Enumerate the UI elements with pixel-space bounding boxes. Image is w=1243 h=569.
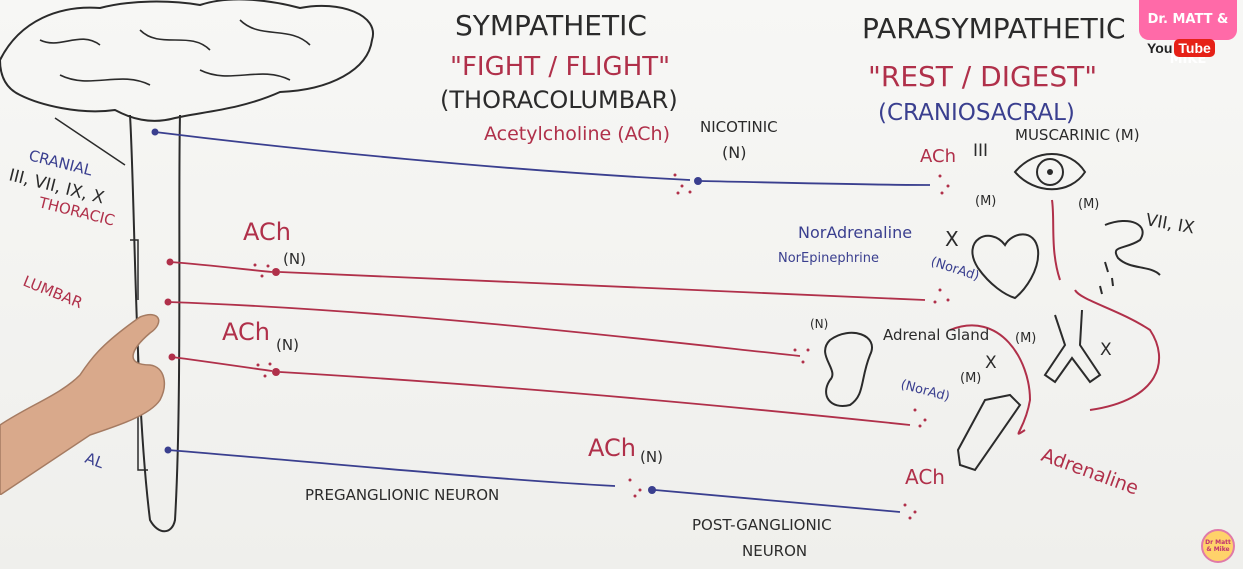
norepinephrine-label: NorEpinephrine xyxy=(778,251,879,266)
heart-organ xyxy=(971,233,1040,300)
n-lumbar: (N) xyxy=(276,336,299,354)
cranial-preganglionic xyxy=(154,131,691,181)
synapse-dots xyxy=(253,173,950,520)
acetylcholine-label: Acetylcholine (ACh) xyxy=(484,123,670,145)
thoracic-pre-1 xyxy=(169,261,273,273)
lumbar-label: LUMBAR xyxy=(21,272,86,312)
sympathetic-subtitle: "FIGHT / FLIGHT" xyxy=(450,52,670,82)
lung-organ xyxy=(1043,309,1102,384)
lumbar-post xyxy=(279,371,911,426)
nicotinic-short: (N) xyxy=(722,143,746,162)
nicotinic-label: NICOTINIC xyxy=(700,118,778,136)
muscarinic-label: MUSCARINIC (M) xyxy=(1015,126,1140,144)
eye-organ xyxy=(1013,153,1087,191)
logo-title: Dr. MATT & MIKE xyxy=(1139,0,1237,67)
lung-nerve-mark: X xyxy=(1100,340,1112,360)
youtube-you: You xyxy=(1147,40,1173,56)
adrenaline-label: Adrenaline xyxy=(1038,444,1141,499)
sacral-pre xyxy=(167,449,616,487)
gut-organ xyxy=(956,393,1022,472)
adrenal-gland-label: Adrenal Gland xyxy=(883,326,989,344)
heart-nerve-mark: X xyxy=(945,227,959,251)
salivary-m-label: (M) xyxy=(1078,197,1099,212)
adrenal-gland-organ xyxy=(824,331,873,407)
parasympathetic-subtitle: "REST / DIGEST" xyxy=(868,60,1097,93)
sacral-label-fragment: AL xyxy=(83,449,107,473)
postganglionic-label-line1: POST-GANGLIONIC xyxy=(692,516,832,534)
noradrenaline-label: NorAdrenaline xyxy=(798,223,912,242)
norad-gut-label: (NorAd) xyxy=(899,377,951,404)
spinal-cord xyxy=(129,114,181,533)
thoracic-post-1 xyxy=(279,271,926,301)
gut-nerve-mark: X xyxy=(985,353,997,373)
postganglionic-label-line2: NEURON xyxy=(742,542,807,560)
parasympathetic-title: PARASYMPATHETIC xyxy=(862,12,1126,45)
ach-thoracic: ACh xyxy=(243,218,291,246)
sympathetic-region: (THORACOLUMBAR) xyxy=(440,86,678,114)
corner-watermark[interactable]: Dr Matt & Mike xyxy=(1201,529,1235,563)
thoracic-pre-adrenal xyxy=(167,301,801,357)
ach-eye: ACh xyxy=(920,146,956,167)
sacral-post xyxy=(654,489,901,513)
heart-m-label: (M) xyxy=(975,194,996,209)
ach-sacral: ACh xyxy=(588,434,636,462)
adrenaline-arrow xyxy=(949,199,1161,435)
n-thoracic: (N) xyxy=(283,250,306,268)
eye-nerve-mark: III xyxy=(973,141,988,161)
lung-m-label: (M) xyxy=(1015,331,1036,346)
salivary-gland xyxy=(1104,220,1161,276)
n-adrenal: (N) xyxy=(810,317,828,331)
preganglionic-label: PREGANGLIONIC NEURON xyxy=(305,486,499,504)
ach-gut: ACh xyxy=(905,465,945,489)
parasympathetic-region: (CRANIOSACRAL) xyxy=(878,100,1075,126)
salivary-nerve-mark: VII, IX xyxy=(1144,210,1196,238)
sympathetic-title: SYMPATHETIC xyxy=(455,9,647,42)
ach-lumbar: ACh xyxy=(222,318,270,346)
cranial-postganglionic xyxy=(699,180,931,186)
youtube-tube: Tube xyxy=(1174,39,1215,57)
lumbar-pre xyxy=(171,356,273,372)
gut-m-label: (M) xyxy=(960,371,981,386)
brain-outline xyxy=(0,0,375,122)
n-sacral: (N) xyxy=(640,448,663,466)
